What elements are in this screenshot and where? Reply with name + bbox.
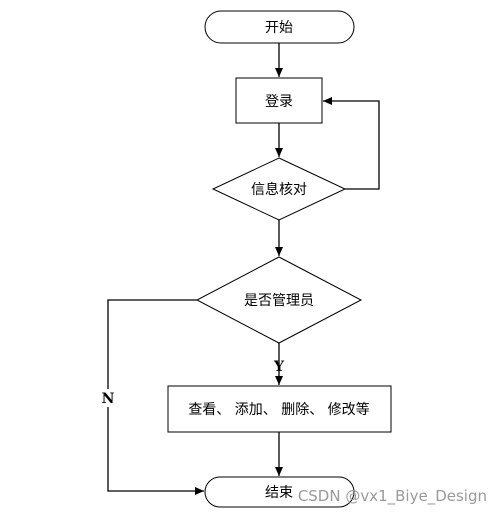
end-node-label: 结束 [265,485,293,501]
is-admin-node-label: 是否管理员 [244,293,314,309]
watermark-text: CSDN @vx1_Biye_Design [298,487,487,506]
start-node: 开始 [204,10,355,44]
edge-label-no: N [102,391,115,407]
login-node-label: 登录 [265,94,293,110]
verify-node: 信息核对 [211,157,347,221]
start-node-label: 开始 [265,20,293,36]
verify-node-label: 信息核对 [251,181,307,198]
edge-label-yes: Y [273,359,285,375]
edge-verify-login-loop [323,97,380,190]
login-node: 登录 [235,77,323,124]
end-node: 结束 [204,476,355,508]
actions-node: 查看、 添加、 删除、 修改等 [167,385,392,433]
is-admin-node: 是否管理员 [195,256,363,344]
actions-node-label: 查看、 添加、 删除、 修改等 [188,401,369,418]
